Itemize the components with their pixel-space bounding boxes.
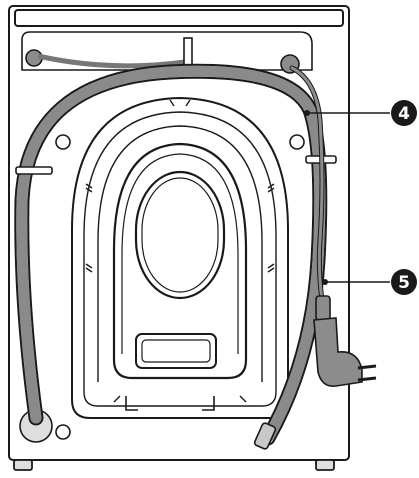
callout-5-label: 5 (398, 273, 410, 293)
plug-strain-relief (315, 295, 331, 321)
plug-body (313, 317, 363, 388)
power-cord-plug (313, 295, 377, 388)
rear-panel-rib (97, 125, 263, 382)
panel-notches (85, 99, 275, 403)
rear-top-recess (21, 31, 313, 71)
callout-4: 4 (304, 100, 417, 126)
drain-hose-end (253, 422, 277, 450)
motor-housing-outline (112, 142, 248, 380)
motor-housing-inner (121, 153, 239, 354)
panel-bracket-right (202, 396, 215, 411)
drum-cover-oval (134, 170, 226, 300)
left-foot (13, 459, 33, 471)
screw-holes (55, 134, 305, 440)
left-hose-clip (15, 166, 53, 175)
callout-5-badge (391, 269, 417, 295)
feet (13, 459, 335, 471)
service-hatch-inner (141, 339, 211, 363)
rear-panel-inner (83, 111, 277, 407)
drum-cover-oval-inner (141, 177, 219, 293)
callout-4-label: 4 (398, 104, 410, 124)
callout-4-badge (391, 100, 417, 126)
drain-hose-ribs (16, 65, 326, 444)
callout-5: 5 (322, 269, 417, 295)
power-cord (289, 65, 325, 303)
cabinet-top-lip (14, 9, 344, 27)
rear-panel (71, 96, 289, 419)
plug-pin-bottom (357, 376, 377, 382)
screw-hole-top-left (55, 134, 71, 150)
screw-hole-bottom-left (55, 424, 71, 440)
plug-pin-top (357, 364, 377, 370)
service-hatch (135, 333, 217, 369)
top-tube (37, 53, 186, 69)
right-foot (315, 459, 335, 471)
callout-5-marker (322, 279, 328, 285)
rear-panel-outer (71, 96, 289, 419)
panel-bracket-left (125, 396, 138, 411)
callout-4-marker (304, 110, 310, 116)
drain-hose (14, 63, 328, 450)
screw-hole-top-right (289, 134, 305, 150)
